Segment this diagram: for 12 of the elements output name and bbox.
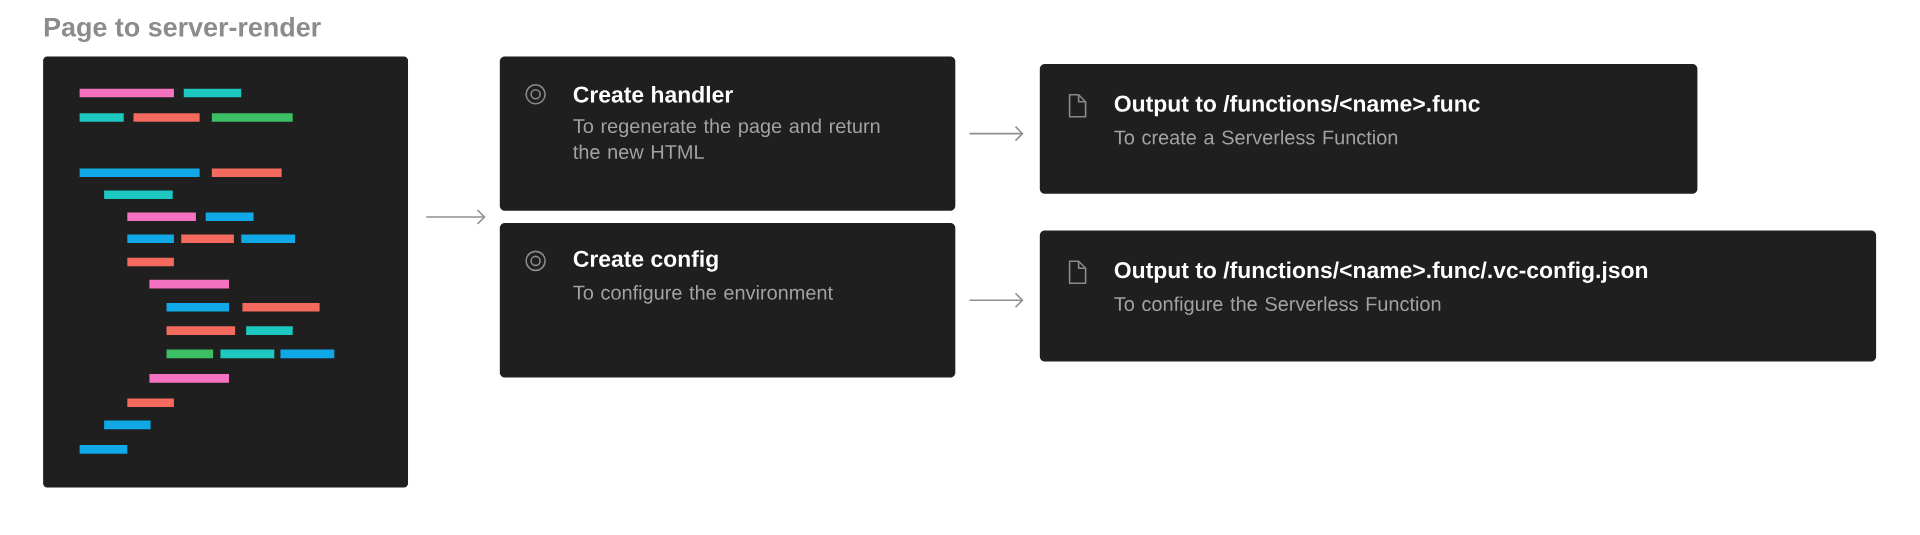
description: To regenerate the page and return the new HTML — [573, 118, 880, 159]
heading: Create config — [573, 250, 718, 272]
heading: Output to /functions/<name>.func — [1114, 95, 1480, 117]
arrow — [425, 209, 486, 225]
description: To configure the environment — [573, 285, 833, 304]
description: To configure the Serverless Function — [1114, 296, 1441, 315]
title: Page to server-render — [44, 16, 321, 43]
heading: Output to /functions/<name>.func/.vc-config.json — [1114, 261, 1648, 283]
arrow — [968, 125, 1024, 142]
description: To create a Serverless Function — [1114, 129, 1398, 145]
heading: Create handler — [573, 85, 733, 103]
arrow — [968, 292, 1024, 309]
